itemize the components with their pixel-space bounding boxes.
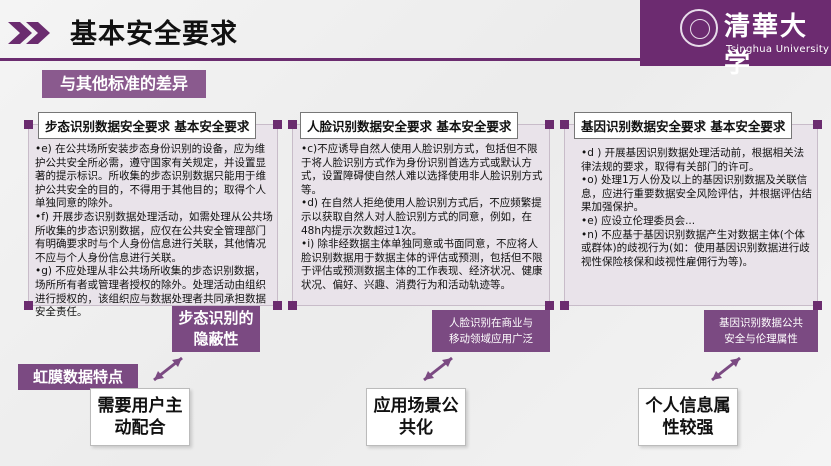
logo-chinese-text: 清華大学 [724,12,809,79]
seal-icon [680,9,718,47]
gene-item-o: •o) 处理1万人份及以上的基因识别数据及关联信息，应进行重要数据安全风险评估，… [581,174,812,214]
face-feature-box: 应用场景公 共化 [366,388,466,446]
gene-feature-box: 个人信息属 性较强 [638,388,738,446]
gene-panel-heading: 基因识别数据安全要求 基本安全要求 [574,112,793,139]
header-divider [0,58,640,61]
gait-item-e: •e) 在公共场所安装步态身份识别的设备，应为维护公共安全所必需，遵守国家有关规… [35,143,266,210]
gait-panel-body: •e) 在公共场所安装步态身份识别的设备，应为维护公共安全所必需，遵守国家有关规… [35,143,273,320]
gait-panel-heading: 步态识别数据安全要求 基本安全要求 [38,112,257,139]
gene-arrow-icon [711,356,741,382]
gait-item-g: •g) 不应处理从非公共场所收集的步态识别数据，场所所有者或管理者授权的除外。处… [35,265,266,319]
gait-callout: 步态识别的 隐蔽性 [172,306,260,352]
gene-item-n: •n) 不应基于基因识别数据产生对数据主体(个体或群体)的歧视行为(如：使用基因… [581,228,810,268]
gait-feature-box: 需要用户主 动配合 [90,388,190,446]
gait-arrow-icon [153,356,183,382]
gene-item-d: •d ) 开展基因识别数据处理活动前，根据相关法律法规的要求，取得有关部门的许可… [581,147,805,173]
gene-item-e: •e) 应设立伦理委员会... [581,214,696,227]
slide-header: 基本安全要求 清華大学 Tsinghua University [0,0,831,79]
face-callout: 人脸识别在商业与 移动领域应用广泛 [432,310,550,352]
gene-callout: 基因识别数据公共 安全与伦理属性 [704,310,818,352]
gene-panel-body: •d ) 开展基因识别数据处理活动前，根据相关法律法规的要求，取得有关部门的许可… [581,147,813,269]
gait-panel: •e) 在公共场所安装步态身份识别的设备，应为维护公共安全所必需，遵守国家有关规… [24,120,282,318]
chevron-arrows-icon [8,22,50,44]
face-arrow-icon [423,356,453,382]
face-panel-heading: 人脸识别数据安全要求 基本安全要求 [300,112,519,139]
university-logo [640,0,831,66]
face-panel-body: •c)不应诱导自然人使用人脸识别方式，包括但不限于将人脸识别方式作为身份识别首选… [301,143,545,293]
face-panel: •c)不应诱导自然人使用人脸识别方式，包括但不限于将人脸识别方式作为身份识别首选… [288,120,554,310]
face-item-d: •d) 在自然人拒绝使用人脸识别方式后，不应频繁提示以获取自然人对人脸识别方式的… [301,197,542,237]
section-label: 与其他标准的差异 [42,70,206,98]
logo-english-text: Tsinghua University [726,44,830,55]
face-item-i: •i) 除非经数据主体单独同意或书面同意，不应将人脸识别数据用于数据主体的评估或… [301,238,543,291]
iris-data-label: 虹膜数据特点 [18,364,138,390]
page-title: 基本安全要求 [70,19,238,50]
gene-panel: •d ) 开展基因识别数据处理活动前，根据相关法律法规的要求，取得有关部门的许可… [560,120,822,310]
face-item-c: •c)不应诱导自然人使用人脸识别方式，包括但不限于将人脸识别方式作为身份识别首选… [301,143,543,196]
gait-item-f: •f) 开展步态识别数据处理活动，如需处理从公共场所收集的步态识别数据，应仅在公… [35,210,273,264]
